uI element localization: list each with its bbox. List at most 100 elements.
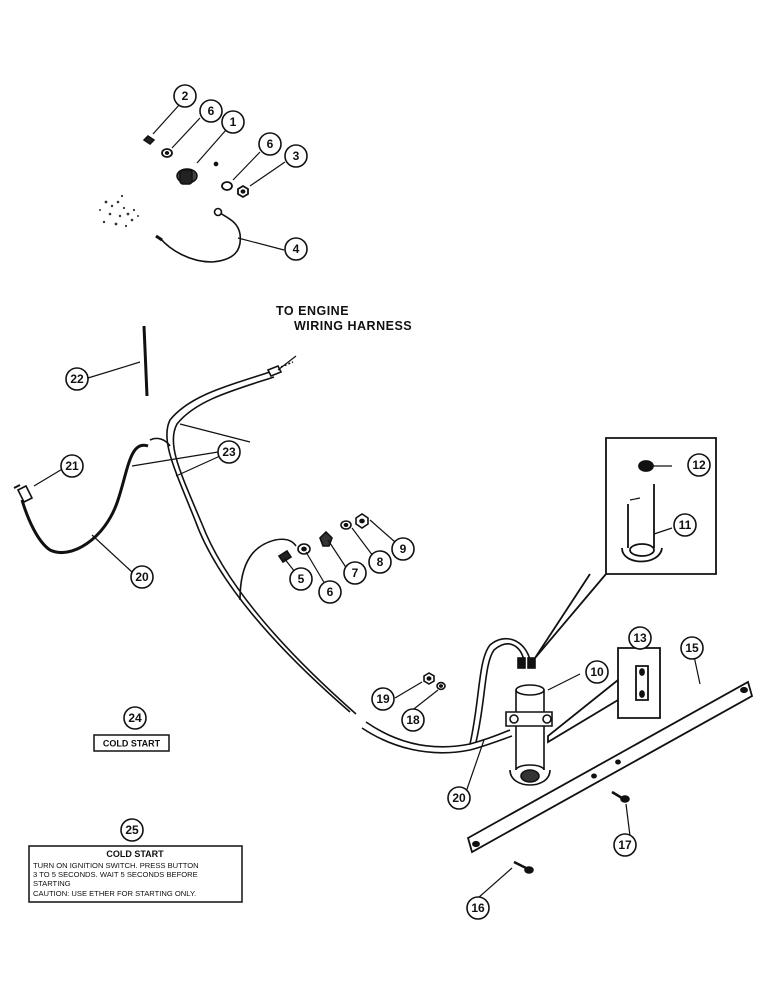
callout-3: 3 [284, 144, 308, 168]
callout-number: 7 [352, 566, 359, 580]
callout-25: 25 [120, 818, 144, 842]
callout-number: 6 [208, 104, 215, 118]
callouts: 1234566678910111213151617181920202122232… [60, 84, 711, 920]
callout-circle [258, 132, 282, 156]
decal-large-line-3: STARTING [33, 879, 71, 888]
hardware-row [277, 513, 369, 564]
decal-small-text: COLD START [103, 739, 161, 749]
callout-circle [123, 706, 147, 730]
callout-circle [284, 144, 308, 168]
callout-circle [199, 99, 223, 123]
callout-4: 4 [284, 237, 308, 261]
callout-6: 6 [199, 99, 223, 123]
ether-canister [505, 684, 553, 786]
callout-5: 5 [289, 567, 313, 591]
callout-number: 18 [406, 713, 420, 727]
callout-number: 23 [222, 445, 236, 459]
callout-12: 12 [687, 453, 711, 477]
callout-circle [289, 567, 313, 591]
screws [513, 790, 630, 874]
callout-circle [173, 84, 197, 108]
callout-number: 15 [685, 641, 699, 655]
callout-circle [318, 580, 342, 604]
callout-17: 17 [613, 833, 637, 857]
callout-number: 6 [267, 137, 274, 151]
callout-20: 20 [447, 786, 471, 810]
callout-11: 11 [673, 513, 697, 537]
decal-large-line-1: TURN ON IGNITION SWITCH. PRESS BUTTON [33, 861, 199, 870]
callout-circle [120, 818, 144, 842]
callout-number: 4 [293, 242, 300, 256]
callout-number: 2 [182, 89, 189, 103]
callout-circle [391, 537, 415, 561]
callout-number: 8 [377, 555, 384, 569]
callout-number: 20 [452, 791, 466, 805]
callout-number: 9 [400, 542, 407, 556]
callout-circle [447, 786, 471, 810]
callout-circle [613, 833, 637, 857]
callout-6: 6 [258, 132, 282, 156]
callout-circle [687, 453, 711, 477]
callout-10: 10 [585, 660, 609, 684]
callout-8: 8 [368, 550, 392, 574]
inset-clamp-bracket [534, 437, 717, 659]
engine-harness-label-line2: WIRING HARNESS [294, 319, 412, 333]
callout-24: 24 [123, 706, 147, 730]
callout-21: 21 [60, 454, 84, 478]
callout-number: 13 [633, 631, 647, 645]
callout-circle [466, 896, 490, 920]
callout-circle [65, 367, 89, 391]
callout-circle [60, 454, 84, 478]
callout-23: 23 [217, 440, 241, 464]
callout-number: 21 [65, 459, 79, 473]
callout-circle [284, 237, 308, 261]
mounting-bar [466, 680, 754, 854]
wiring-harness [13, 325, 536, 754]
callout-circle [343, 561, 367, 585]
callout-16: 16 [466, 896, 490, 920]
callout-6: 6 [318, 580, 342, 604]
callout-circle [628, 626, 652, 650]
callout-number: 25 [125, 823, 139, 837]
callout-number: 5 [298, 572, 305, 586]
callout-number: 11 [679, 518, 692, 532]
callout-circle [368, 550, 392, 574]
decal-large: COLD START TURN ON IGNITION SWITCH. PRES… [28, 845, 243, 903]
callout-20: 20 [130, 565, 154, 589]
callout-number: 19 [376, 692, 390, 706]
callout-number: 12 [692, 458, 706, 472]
callout-number: 3 [293, 149, 300, 163]
callout-9: 9 [391, 537, 415, 561]
hardware-18-19 [423, 672, 446, 691]
callout-number: 24 [128, 711, 142, 725]
decal-large-line-2: 3 TO 5 SECONDS. WAIT 5 SECONDS BEFORE [33, 870, 198, 879]
inset-mounting-plate [547, 647, 661, 744]
callout-2: 2 [173, 84, 197, 108]
callout-circle [673, 513, 697, 537]
callout-18: 18 [401, 708, 425, 732]
engine-harness-label-line1: TO ENGINE [276, 304, 349, 318]
decal-small: COLD START [93, 734, 170, 752]
callout-number: 22 [70, 372, 84, 386]
callout-7: 7 [343, 561, 367, 585]
callout-circle [401, 708, 425, 732]
callout-circle [130, 565, 154, 589]
callout-15: 15 [680, 636, 704, 660]
callout-13: 13 [628, 626, 652, 650]
switch-assembly [99, 135, 249, 263]
leader-lines [33, 103, 701, 899]
decal-large-line-4: CAUTION: USE ETHER FOR STARTING ONLY. [33, 889, 196, 898]
callout-number: 1 [230, 115, 237, 129]
callout-circle [680, 636, 704, 660]
callout-22: 22 [65, 367, 89, 391]
callout-1: 1 [221, 110, 245, 134]
callout-circle [221, 110, 245, 134]
callout-circle [585, 660, 609, 684]
callout-number: 16 [471, 901, 485, 915]
callout-number: 17 [618, 838, 632, 852]
callout-number: 20 [135, 570, 149, 584]
callout-19: 19 [371, 687, 395, 711]
decal-large-title: COLD START [106, 849, 164, 859]
callout-circle [217, 440, 241, 464]
